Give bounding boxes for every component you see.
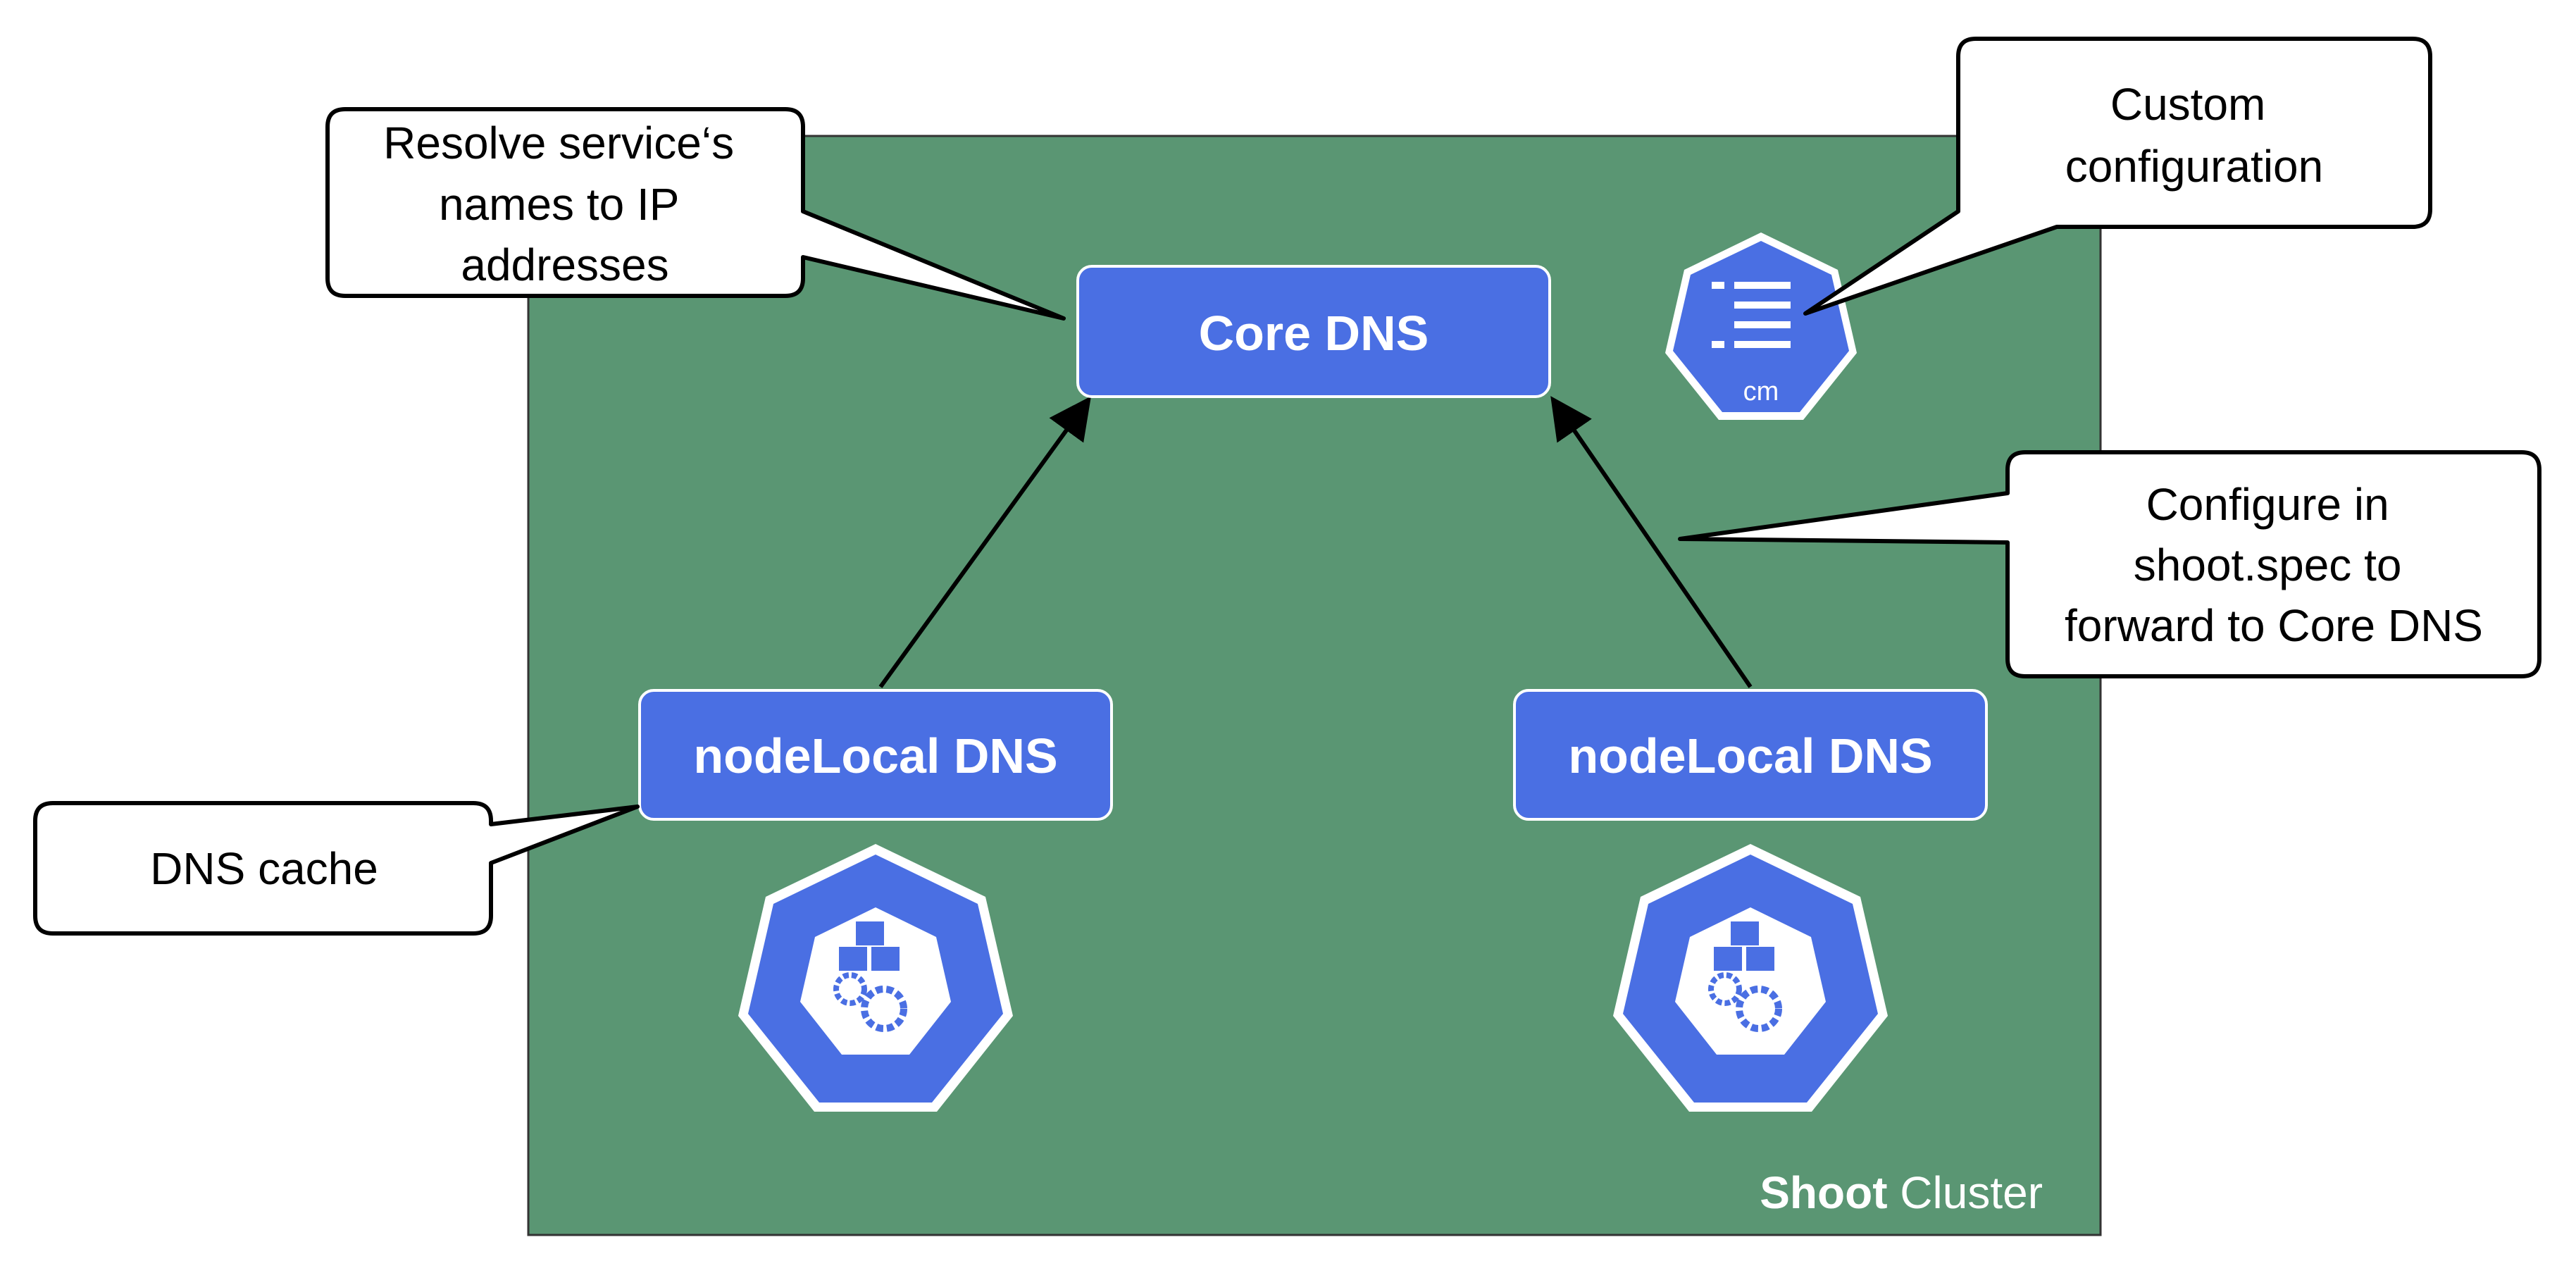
nodelocal-dns-left-node: nodeLocal DNS (638, 689, 1113, 821)
callout-custom: Custom configuration (1803, 37, 2432, 316)
callout-custom-text: Custom configuration (2065, 79, 2323, 192)
callout-resolve-text: Resolve service‘s names to IP addresses (383, 118, 747, 290)
callout-resolve-line-2: names to IP (439, 179, 678, 230)
config-map-label: cm (1743, 377, 1779, 406)
callout-configure-line-1: Configure in (2146, 479, 2389, 530)
callout-configure: Configure in shoot.spec to forward to Co… (1678, 450, 2541, 678)
callout-custom-line-1: Custom (2110, 79, 2266, 130)
arrow-left-to-core (878, 396, 1092, 688)
nodelocal-dns-right-node: nodeLocal DNS (1513, 689, 1988, 821)
callout-resolve-line-3: addresses (461, 240, 668, 290)
config-map-icon: cm (1665, 232, 1857, 420)
callout-configure-line-2: shoot.spec to (2134, 540, 2402, 590)
callout-configure-text: Configure in shoot.spec to forward to Co… (2065, 479, 2483, 651)
callout-dns-cache-text: DNS cache (150, 843, 378, 894)
callout-dns-cache: DNS cache (33, 801, 640, 936)
core-dns-label: Core DNS (1199, 306, 1429, 361)
nodelocal-dns-left-label: nodeLocal DNS (693, 728, 1057, 783)
arrow-right-to-core (1550, 396, 1753, 688)
callout-configure-line-3: forward to Core DNS (2065, 600, 2483, 651)
callout-resolve-line-1: Resolve service‘s (383, 118, 734, 168)
core-dns-node: Core DNS (1076, 265, 1551, 398)
nodelocal-dns-right-label: nodeLocal DNS (1568, 728, 1932, 783)
pod-icon-left (738, 844, 1013, 1112)
callout-resolve: Resolve service‘s names to IP addresses (325, 107, 1066, 321)
callout-custom-line-2: configuration (2065, 141, 2323, 192)
shoot-cluster-label: Shoot Cluster (1760, 1167, 2043, 1218)
pod-icon-right (1613, 844, 1888, 1112)
